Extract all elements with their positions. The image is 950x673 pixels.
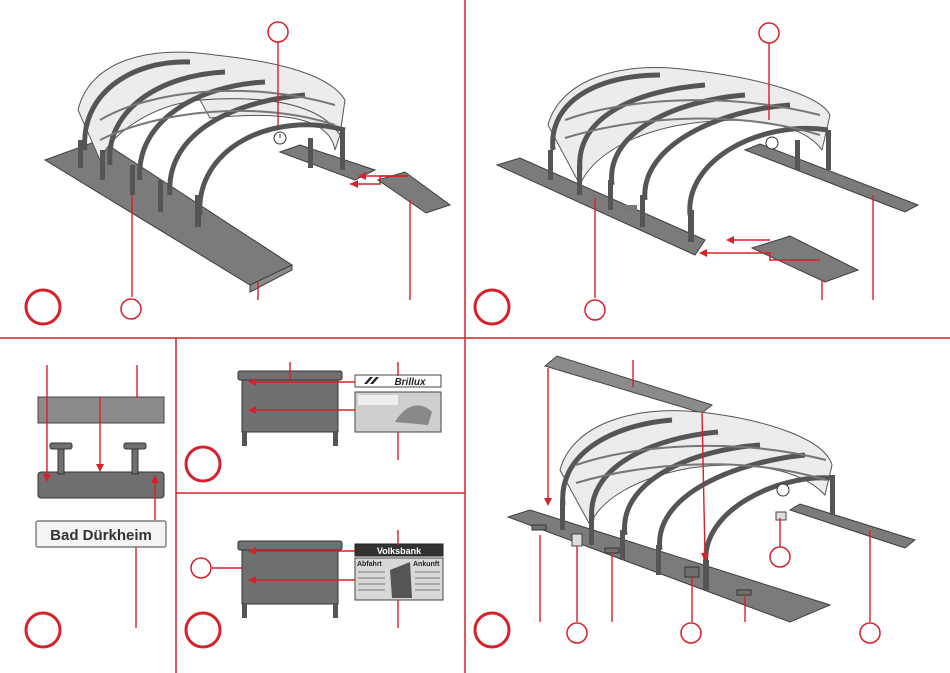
kiosk-body bbox=[685, 567, 699, 577]
panel-step-3: Bad Dürkheim bbox=[26, 365, 166, 647]
bench bbox=[605, 548, 619, 553]
step-number-circle bbox=[475, 290, 509, 324]
bench bbox=[737, 590, 751, 595]
step-number-circle bbox=[26, 290, 60, 324]
kiosk-body bbox=[242, 548, 338, 604]
panel-step-4: Brillux bbox=[186, 362, 441, 481]
part-callout-circle bbox=[860, 623, 880, 643]
ad-volksbank-text: Volksbank bbox=[377, 546, 422, 556]
panel-step-2 bbox=[475, 23, 918, 324]
platform-end-piece bbox=[752, 236, 858, 282]
ad-abfahrt-text: Abfahrt bbox=[357, 561, 383, 568]
step-number-circle bbox=[26, 613, 60, 647]
kiosk-body bbox=[242, 378, 338, 432]
clock-icon bbox=[766, 137, 778, 149]
part-callout-circle bbox=[585, 300, 605, 320]
part-callout-circle bbox=[567, 623, 587, 643]
sign-cover-strip bbox=[38, 397, 164, 423]
sign-board bbox=[38, 472, 164, 498]
ad-brillux-text: Brillux bbox=[394, 377, 426, 388]
part-callout-circle bbox=[681, 623, 701, 643]
part-callout-circle bbox=[759, 23, 779, 43]
part-callout-circle bbox=[191, 558, 211, 578]
sign-board bbox=[572, 534, 582, 546]
part-callout-circle bbox=[268, 22, 288, 42]
step-number-circle bbox=[475, 613, 509, 647]
platform-end-piece bbox=[378, 172, 450, 213]
panel-step-6 bbox=[475, 356, 915, 647]
clock-icon bbox=[777, 484, 789, 496]
step-number-circle bbox=[186, 447, 220, 481]
roof-ridge-cover bbox=[545, 356, 712, 413]
panel-step-5: Volksbank Abfahrt Ankunft bbox=[186, 530, 443, 647]
step-number-circle bbox=[186, 613, 220, 647]
part-callout-circle bbox=[770, 547, 790, 567]
ad-ankunft-text: Ankunft bbox=[413, 561, 440, 568]
platform-base bbox=[497, 158, 705, 255]
bench bbox=[532, 525, 546, 530]
part-callout-circle bbox=[121, 299, 141, 319]
hall-roof bbox=[560, 411, 832, 525]
station-name-text: Bad Dürkheim bbox=[50, 527, 152, 544]
panel-step-1 bbox=[26, 22, 450, 324]
